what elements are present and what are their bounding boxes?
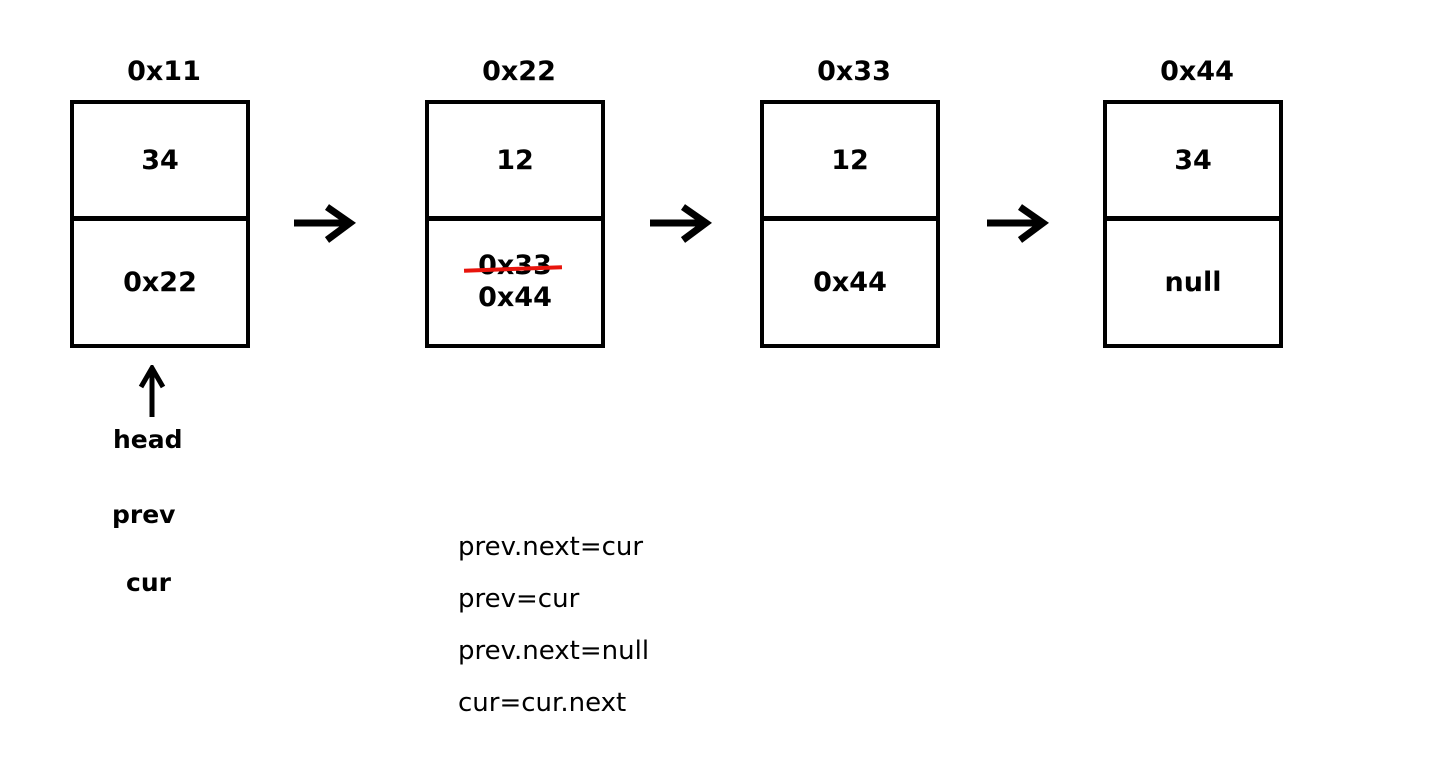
node-data-cell-3: 12: [764, 104, 936, 221]
node-next-value-4: null: [1164, 267, 1222, 298]
pseudocode-block: prev.next=cur prev=cur prev.next=null cu…: [458, 521, 649, 729]
node-next-cell-1: 0x22: [74, 221, 246, 344]
list-node-4: 0x44 34 null: [1103, 56, 1283, 348]
node-next-cell-4: null: [1107, 221, 1279, 344]
node-address-label-2: 0x22: [482, 56, 556, 87]
code-line-1: prev.next=cur: [458, 532, 644, 562]
head-pointer-arrow-up-icon: [135, 365, 169, 419]
node-next-new-value-2: 0x44: [478, 282, 552, 314]
pointer-label-prev: prev: [112, 500, 176, 529]
node-next-old-value-2: 0x33: [464, 251, 562, 280]
node-next-cell-2: 0x33 0x44: [429, 221, 601, 344]
pointer-label-cur: cur: [126, 568, 171, 597]
list-node-2: 0x22 12 0x33 0x44: [425, 56, 605, 348]
list-node-3: 0x33 12 0x44: [760, 56, 940, 348]
link-arrow-right-icon-3: [985, 203, 1055, 243]
link-arrow-right-icon-1: [292, 203, 362, 243]
list-node-1: 0x11 34 0x22: [70, 56, 250, 348]
node-address-label-1: 0x11: [127, 56, 201, 87]
node-next-value-3: 0x44: [813, 267, 887, 298]
node-data-cell-4: 34: [1107, 104, 1279, 221]
code-line-3: prev.next=null: [458, 636, 650, 666]
link-arrow-right-icon-2: [648, 203, 718, 243]
node-data-cell-1: 34: [74, 104, 246, 221]
node-address-label-4: 0x44: [1160, 56, 1234, 87]
node-next-cell-3: 0x44: [764, 221, 936, 344]
pointer-label-head: head: [113, 425, 183, 454]
code-line-2: prev=cur: [458, 584, 580, 614]
node-data-cell-2: 12: [429, 104, 601, 221]
node-next-value-1: 0x22: [123, 267, 197, 298]
node-address-label-3: 0x33: [817, 56, 891, 87]
code-line-4: cur=cur.next: [458, 688, 627, 718]
